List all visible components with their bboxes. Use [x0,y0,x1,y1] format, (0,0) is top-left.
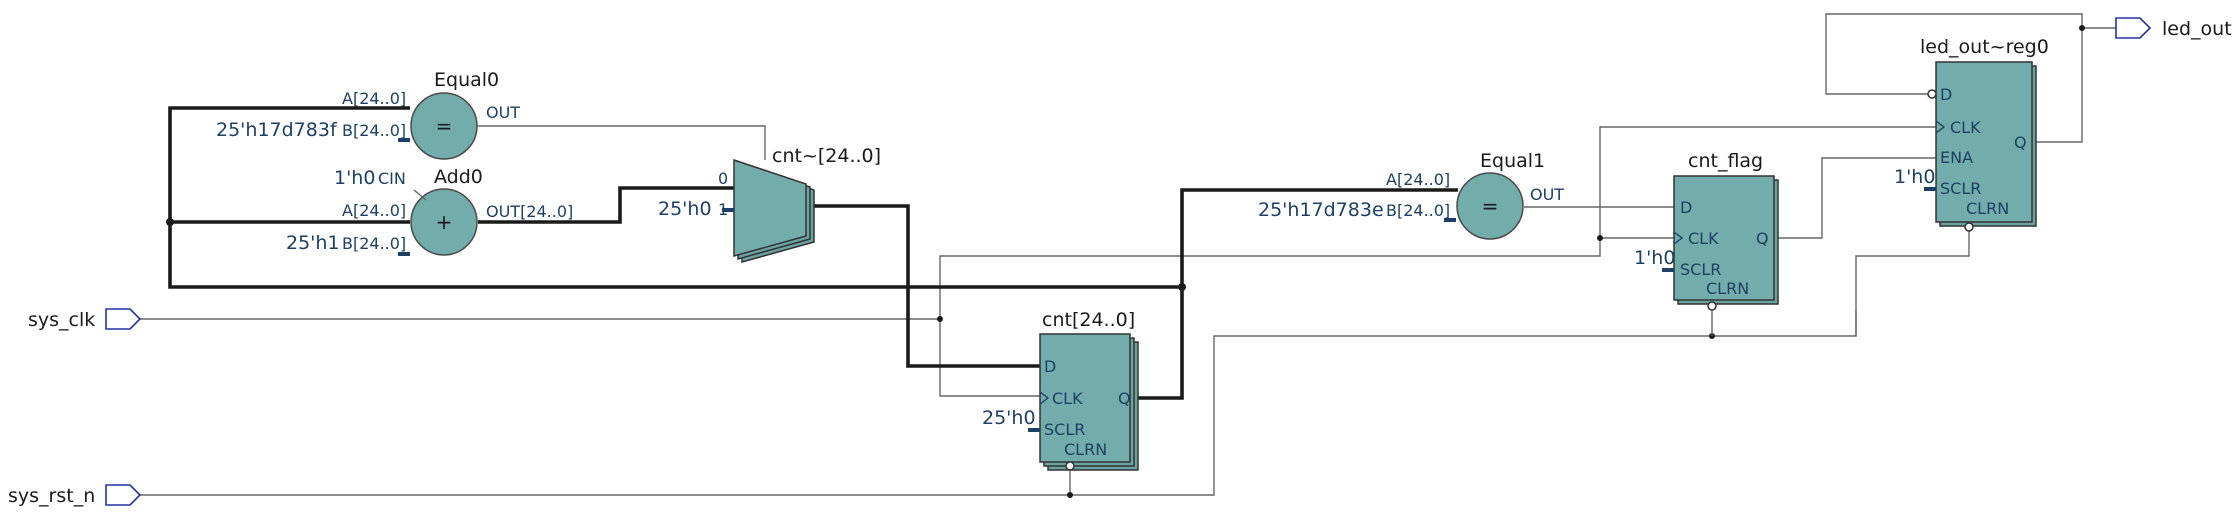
wire-rst-to-ledreg-clrn [1855,231,1970,336]
led-out-label: led_out [2162,18,2232,40]
ledreg-title: led_out~reg0 [1920,36,2049,58]
cnt-const-sclr: 25'h0 [982,407,1036,429]
equal0-body [410,92,478,160]
ledreg-const-sclr: 1'h0 [1894,166,1935,188]
ledreg-pin-clrn: CLRN [1966,199,2009,218]
wire-sys-clk [140,318,1040,397]
equal1-comparator[interactable]: = Equal1 A[24..0] B[24..0] OUT 25'h17d78… [1258,150,1564,240]
junction-dot [166,218,174,226]
cnt-body [1039,333,1131,463]
wire-sys-clk-to-cntflag [939,126,1936,319]
equal1-pin-a: A[24..0] [1386,170,1450,189]
ledreg-clk-icon [1935,120,1946,134]
junction-dot [1067,492,1073,498]
cnt-pin-q: Q [1118,389,1131,408]
cntflag-pin-q: Q [1756,229,1769,248]
add0-pin-out: OUT[24..0] [486,202,573,221]
cnt-pin-clk: CLK [1052,389,1083,408]
equal0-title: Equal0 [434,69,499,91]
add0-pin-cin: CIN [378,169,406,188]
add0-pin-b: B[24..0] [342,234,406,253]
cnt-pin-d: D [1044,357,1056,376]
cnt-pin-clrn: CLRN [1064,440,1107,459]
ledreg-pin-ena: ENA [1940,148,1973,167]
cntflag-clrn-bubble [1707,301,1717,311]
cntflag-const-sclr: 1'h0 [1634,247,1675,269]
equal1-body [1456,172,1524,240]
junction-dot [2079,25,2085,31]
bus-mux-out-to-cnt-d [806,204,1040,368]
junction-dot [1178,283,1186,291]
ledreg-pin-sclr: SCLR [1940,179,1981,198]
bus-add-out-to-mux [478,186,734,224]
cnt-register[interactable]: cnt[24..0] D CLK Q SCLR CLRN 25'h0 [982,309,1139,471]
ledreg-d-bubble [1927,89,1937,99]
bus-cnt-q-feedback [168,106,1182,289]
add0-adder[interactable]: + Add0 CIN A[24..0] B[24..0] OUT[24..0] … [286,166,573,256]
cnt-clk-icon [1039,391,1050,405]
cntflag-title: cnt_flag [1688,150,1763,172]
ledreg-clrn-bubble [1964,222,1974,232]
cntflag-pin-d: D [1680,198,1692,217]
add0-op: + [436,210,453,234]
sys-clk-port-icon [105,308,142,330]
add0-title: Add0 [434,166,483,188]
equal0-pin-out: OUT [486,103,520,122]
cntflag-pin-clk: CLK [1688,229,1719,248]
equal1-pin-out: OUT [1530,185,1564,204]
ledreg-pin-d: D [1940,85,1952,104]
io-port-sys-clk[interactable]: sys_clk [28,308,142,331]
add0-body [410,188,478,256]
io-port-sys-rst-n[interactable]: sys_rst_n [8,484,142,507]
sys-clk-label: sys_clk [28,309,95,331]
equal0-comparator[interactable]: = Equal0 A[24..0] B[24..0] OUT 25'h17d78… [216,69,520,160]
wire-ledreg-feedback [1825,13,2083,95]
equal0-op: = [436,114,453,138]
equal1-title: Equal1 [1480,150,1545,172]
cnt-clrn-bubble [1065,461,1075,471]
equal0-pin-a: A[24..0] [342,89,406,108]
cnt-flag-register[interactable]: cnt_flag D CLK Q SCLR CLRN 1'h0 [1634,150,1779,336]
wire-equal0-out-to-mux-sel [478,125,766,160]
sys-rst-n-port-icon [105,484,142,506]
equal1-op: = [1482,194,1499,218]
cntflag-pin-clrn: CLRN [1706,279,1749,298]
equal0-const-b: 25'h17d783f [216,119,338,141]
ledreg-pin-clk: CLK [1950,118,1981,137]
bus-cnt-q [1138,188,1458,400]
cnt-title: cnt[24..0] [1042,309,1135,331]
add0-const-cin: 1'h0 [334,167,375,189]
add0-const-b: 25'h1 [286,232,340,254]
wire-ledreg-q [2034,27,2116,143]
cntflag-clk-icon [1673,231,1684,245]
thin-wires [140,13,2116,496]
mux-const-1: 25'h0 [658,198,712,220]
io-port-led-out[interactable]: led_out [2115,17,2232,40]
led-out-port-icon [2115,17,2152,39]
wire-sys-rst-n [140,310,1857,496]
junction-dot [937,316,943,322]
cnt-pin-sclr: SCLR [1044,420,1085,439]
mux-cnt[interactable]: cnt~[24..0] 0 1 25'h0 [658,145,881,263]
add0-cin-wire [413,189,427,201]
ledreg-pin-q: Q [2014,133,2027,152]
cntflag-body [1673,175,1775,301]
mux-title: cnt~[24..0] [772,145,881,167]
wire-cntflag-q-to-ledreg-ena [1776,157,1936,239]
equal1-pin-b: B[24..0] [1386,201,1450,220]
bus-wires [168,106,1458,400]
junction-dot [1597,235,1603,241]
equal1-const-b: 25'h17d783e [1258,199,1384,221]
add0-pin-a: A[24..0] [342,201,406,220]
cntflag-pin-sclr: SCLR [1680,260,1721,279]
mux-body [733,158,807,257]
mux-pin-0: 0 [718,169,728,188]
led-out-register[interactable]: led_out~reg0 D CLK ENA Q SCLR CLRN 1'h0 [1894,36,2049,232]
sys-rst-n-label: sys_rst_n [8,485,95,507]
equal0-pin-b: B[24..0] [342,121,406,140]
ledreg-body [1935,61,2033,223]
